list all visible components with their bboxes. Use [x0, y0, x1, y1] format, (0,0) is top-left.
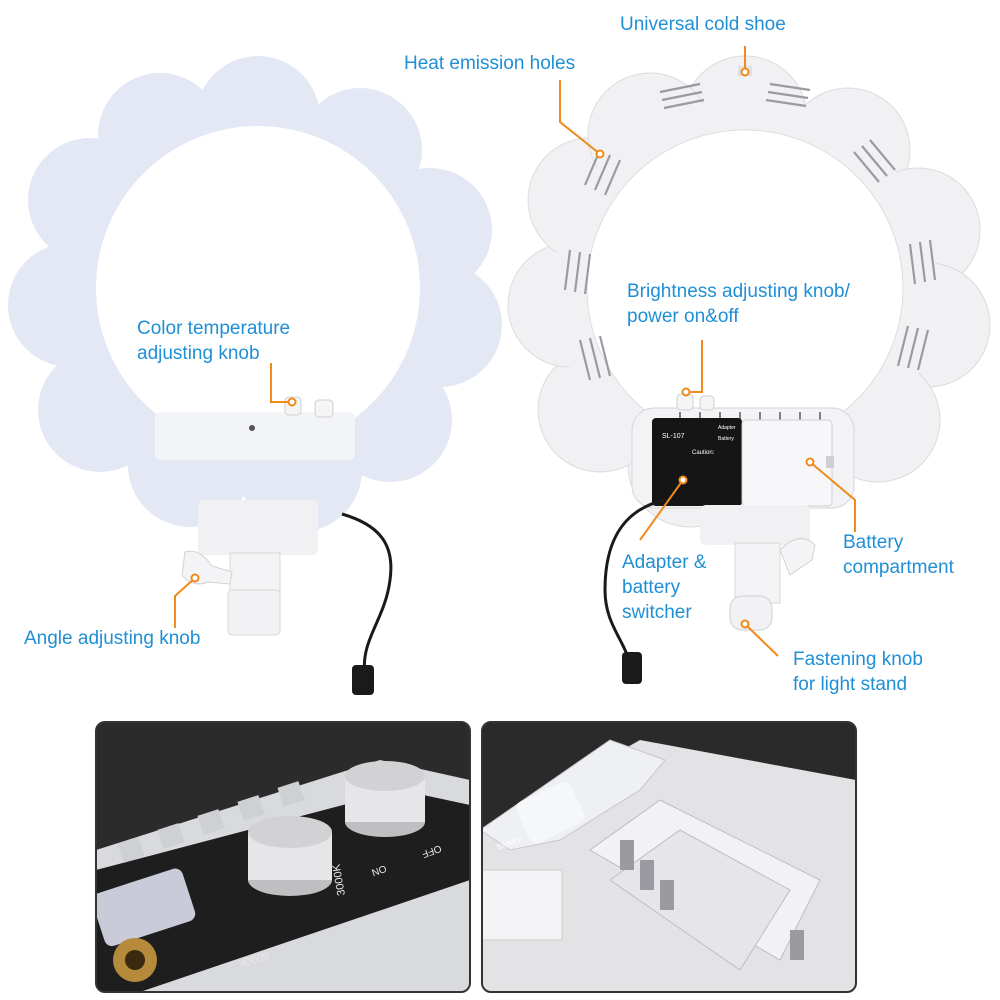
label-line: Battery: [843, 532, 904, 553]
label-battery-compartment: Battery compartment: [843, 530, 954, 580]
front-mount: [198, 500, 318, 555]
detail-frame-controls: [95, 721, 471, 993]
label-angle-adjusting-knob: Angle adjusting knob: [24, 626, 200, 651]
brightness-knob: [676, 393, 694, 411]
caution-text: Caution:: [692, 450, 715, 456]
front-power-cable: [341, 512, 393, 676]
label-fastening-knob: Fastening knob for light stand: [793, 647, 923, 697]
label-line: Fastening knob: [793, 649, 923, 670]
label-line: Adapter &: [622, 552, 707, 573]
info-label-panel: [652, 418, 742, 506]
label-adapter-battery-switcher: Adapter & battery switcher: [622, 550, 707, 625]
detail-frame-battery: [481, 721, 857, 993]
label-line: for light stand: [793, 674, 908, 695]
label-line: Angle adjusting knob: [24, 628, 201, 649]
adapter-text: Adapter: [718, 425, 736, 431]
battery-text: Battery: [718, 436, 734, 442]
label-line: Brightness adjusting knob/: [627, 281, 850, 302]
label-line: power on&off: [627, 306, 739, 327]
color-temp-knob-closeup: [248, 816, 332, 896]
label-line: battery: [622, 577, 681, 598]
leader-lines: [174, 46, 856, 657]
label-line: Color temperature: [137, 318, 291, 339]
label-line: switcher: [622, 602, 692, 623]
battery-slots: [589, 799, 821, 971]
back-ring-light: SL-107 Caution: Adapter Battery: [507, 55, 991, 684]
front-ring-light: [8, 56, 502, 695]
back-power-cable: [603, 498, 666, 666]
detail-photo-battery: Battery: [482, 722, 856, 992]
label-heat-emission-holes: Heat emission holes: [404, 51, 575, 76]
brightness-knob-closeup: [345, 761, 425, 837]
leader-dots: [190, 67, 815, 629]
label-universal-cold-shoe: Universal cold shoe: [620, 12, 786, 37]
heat-emission-holes: [563, 82, 937, 381]
label-line: Universal cold shoe: [620, 14, 786, 35]
marking-on: ON: [370, 862, 388, 877]
angle-adjusting-knob: [181, 550, 233, 585]
label-line: Heat emission holes: [404, 53, 576, 74]
label-line: compartment: [843, 557, 954, 578]
marking-3000k: 3000K: [330, 863, 347, 897]
fastening-knob: [729, 595, 773, 631]
label-color-temperature-knob: Color temperature adjusting knob: [137, 316, 290, 366]
front-control-panel: [155, 412, 355, 460]
detail-photo-controls: 3000K 6000K OFF ON: [96, 722, 470, 992]
model-text: SL-107: [662, 433, 685, 440]
label-line: adjusting knob: [137, 343, 260, 364]
battery-compartment-door: [741, 419, 833, 507]
label-brightness-knob: Brightness adjusting knob/ power on&off: [627, 279, 850, 329]
